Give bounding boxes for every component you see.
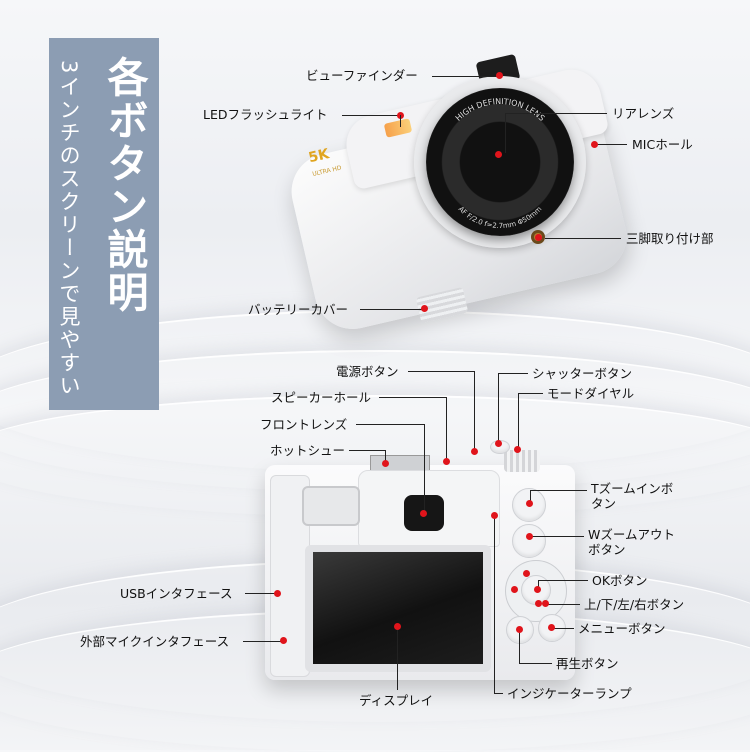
mode-dial bbox=[504, 450, 540, 472]
label-ext-mic: 外部マイクインタフェース bbox=[80, 634, 230, 649]
label-indicator-lamp: インジケーターランプ bbox=[507, 686, 632, 701]
label-mic-hole: MICホール bbox=[632, 137, 693, 152]
svg-text:AF F/2.0 f=2.7mm Φ50mm: AF F/2.0 f=2.7mm Φ50mm bbox=[457, 205, 544, 230]
label-usb-interface: USBインタフェース bbox=[120, 586, 233, 601]
label-viewfinder: ビューファインダー bbox=[306, 68, 418, 83]
w-zoom-button bbox=[512, 524, 546, 558]
label-rear-lens: リアレンズ bbox=[612, 106, 675, 121]
label-play-button: 再生ボタン bbox=[556, 656, 619, 671]
hot-shoe bbox=[370, 455, 430, 471]
label-hot-shoe: ホットシュー bbox=[270, 443, 346, 458]
label-menu-button: メニューボタン bbox=[578, 621, 666, 636]
label-tripod: 三脚取り付け部 bbox=[626, 231, 714, 246]
lens-text: HIGH DEFINITION LENS AF F/2.0 f=2.7mm Φ5… bbox=[454, 97, 547, 230]
label-power-button: 電源ボタン bbox=[336, 364, 399, 379]
label-dpad: 上/下/左/右ボタン bbox=[584, 597, 685, 612]
page-subtitle: 3インチのスクリーンで見やすい bbox=[57, 60, 81, 398]
label-t-zoom: Tズームインボタン bbox=[591, 481, 674, 511]
title-banner bbox=[49, 38, 159, 410]
eyepiece bbox=[302, 486, 360, 526]
label-w-zoom: Wズームアウトボタン bbox=[588, 527, 675, 557]
label-led-flash: LEDフラッシュライト bbox=[203, 107, 328, 122]
label-battery-cover: バッテリーカバー bbox=[248, 302, 349, 317]
label-ok-button: OKボタン bbox=[592, 573, 648, 588]
label-front-lens: フロントレンズ bbox=[260, 417, 348, 432]
label-mode-dial: モードダイヤル bbox=[547, 386, 635, 401]
rear-lens bbox=[426, 88, 574, 236]
display-screen bbox=[313, 552, 483, 664]
page-title: 各ボタン説明 bbox=[100, 56, 148, 314]
label-display: ディスプレイ bbox=[359, 693, 434, 708]
svg-text:HIGH DEFINITION LENS: HIGH DEFINITION LENS bbox=[454, 97, 547, 123]
label-speaker-hole: スピーカーホール bbox=[271, 390, 372, 405]
label-shutter-button: シャッターボタン bbox=[532, 366, 633, 381]
